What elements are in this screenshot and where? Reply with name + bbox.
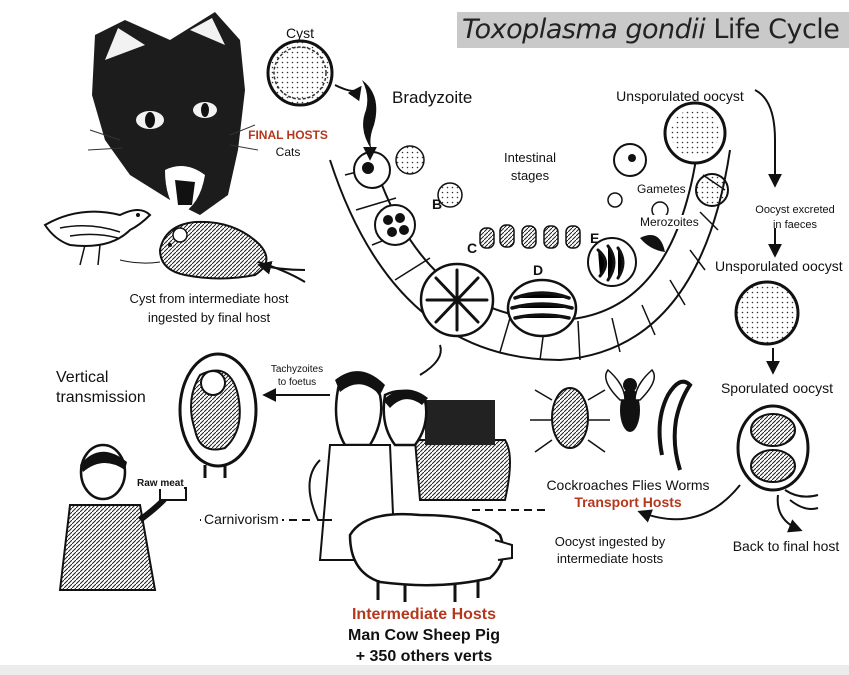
label-cyst: Cyst (286, 25, 314, 41)
label-final-hosts: FINAL HOSTS (248, 128, 328, 142)
intermediate-hosts-illustration (308, 371, 513, 602)
label-oocyst-excreted: Oocyst excreted (755, 204, 835, 216)
label-cyst-from-intermediate: Cyst from intermediate host (129, 291, 289, 306)
label-intestinal: Intestinal (503, 150, 557, 165)
label-transmission: transmission (56, 389, 146, 406)
host-link (419, 344, 442, 376)
title-background (457, 12, 849, 48)
label-stage-b: B (432, 196, 443, 212)
cat-illustration (87, 12, 259, 215)
fetus-illustration (178, 352, 258, 478)
label-intermediate-hosts: Intermediate Hosts (351, 606, 497, 623)
unsporulated-oocyst-right (734, 280, 800, 346)
arrow-oocyst-ingested (637, 484, 741, 523)
bradyzoite-illustration (362, 80, 377, 150)
label-back-to-final-host: Back to final host (732, 538, 840, 554)
bird-illustration (43, 209, 152, 266)
label-oocyst-ingested: Oocyst ingested by (554, 534, 666, 549)
label-stage-e: E (590, 230, 600, 246)
arrow-excreted (754, 89, 782, 188)
label-sporulated-oocyst: Sporulated oocyst (720, 380, 834, 396)
label-in-faeces: in faeces (772, 219, 818, 231)
page-title: Toxoplasma gondii Life Cycle (462, 14, 840, 45)
label-carnivorism: Carnivorism (201, 511, 282, 527)
label-ingested-by-final: ingested by final host (147, 310, 271, 325)
label-gametes: Gametes (637, 182, 686, 196)
label-cats: Cats (275, 145, 301, 159)
label-intermediate-species: Man Cow Sheep Pig (347, 627, 501, 644)
label-stage-d: D (533, 262, 544, 278)
bottom-strip (0, 665, 849, 675)
label-unsporulated-oocyst-right: Unsporulated oocyst (715, 258, 843, 274)
title-species: Toxoplasma gondii (462, 14, 706, 45)
label-raw-meat: Raw meat (137, 478, 184, 489)
label-intermediate-hosts-small: intermediate hosts (556, 551, 664, 566)
label-stage-c: C (467, 240, 478, 256)
transport-hosts-illustration (530, 368, 693, 471)
intestinal-epithelium (329, 129, 731, 362)
label-bradyzoite: Bradyzoite (392, 88, 473, 107)
label-merozoites: Merozoites (640, 215, 699, 229)
label-to-foetus: to foetus (277, 377, 317, 388)
label-stages: stages (510, 168, 550, 183)
label-vertical: Vertical (56, 369, 109, 386)
arrow-back-to-final (776, 494, 803, 533)
man-eating-illustration (58, 443, 187, 591)
arrow-cyst-to-bradyzoite (334, 84, 362, 102)
label-tachyzoites: Tachyzoites (270, 364, 324, 375)
label-transport-hosts: Transport Hosts (574, 494, 682, 510)
label-unsporulated-oocyst-top: Unsporulated oocyst (616, 88, 744, 104)
cyst-illustration (266, 39, 334, 107)
arrow-cyst-ingested (257, 260, 306, 275)
mouse-illustration (119, 220, 306, 283)
label-transport-species: Cockroaches Flies Worms (546, 477, 710, 493)
label-intermediate-others: + 350 others verts (355, 648, 493, 665)
title-rest: Life Cycle (705, 14, 840, 45)
sporulated-oocyst (736, 404, 819, 510)
